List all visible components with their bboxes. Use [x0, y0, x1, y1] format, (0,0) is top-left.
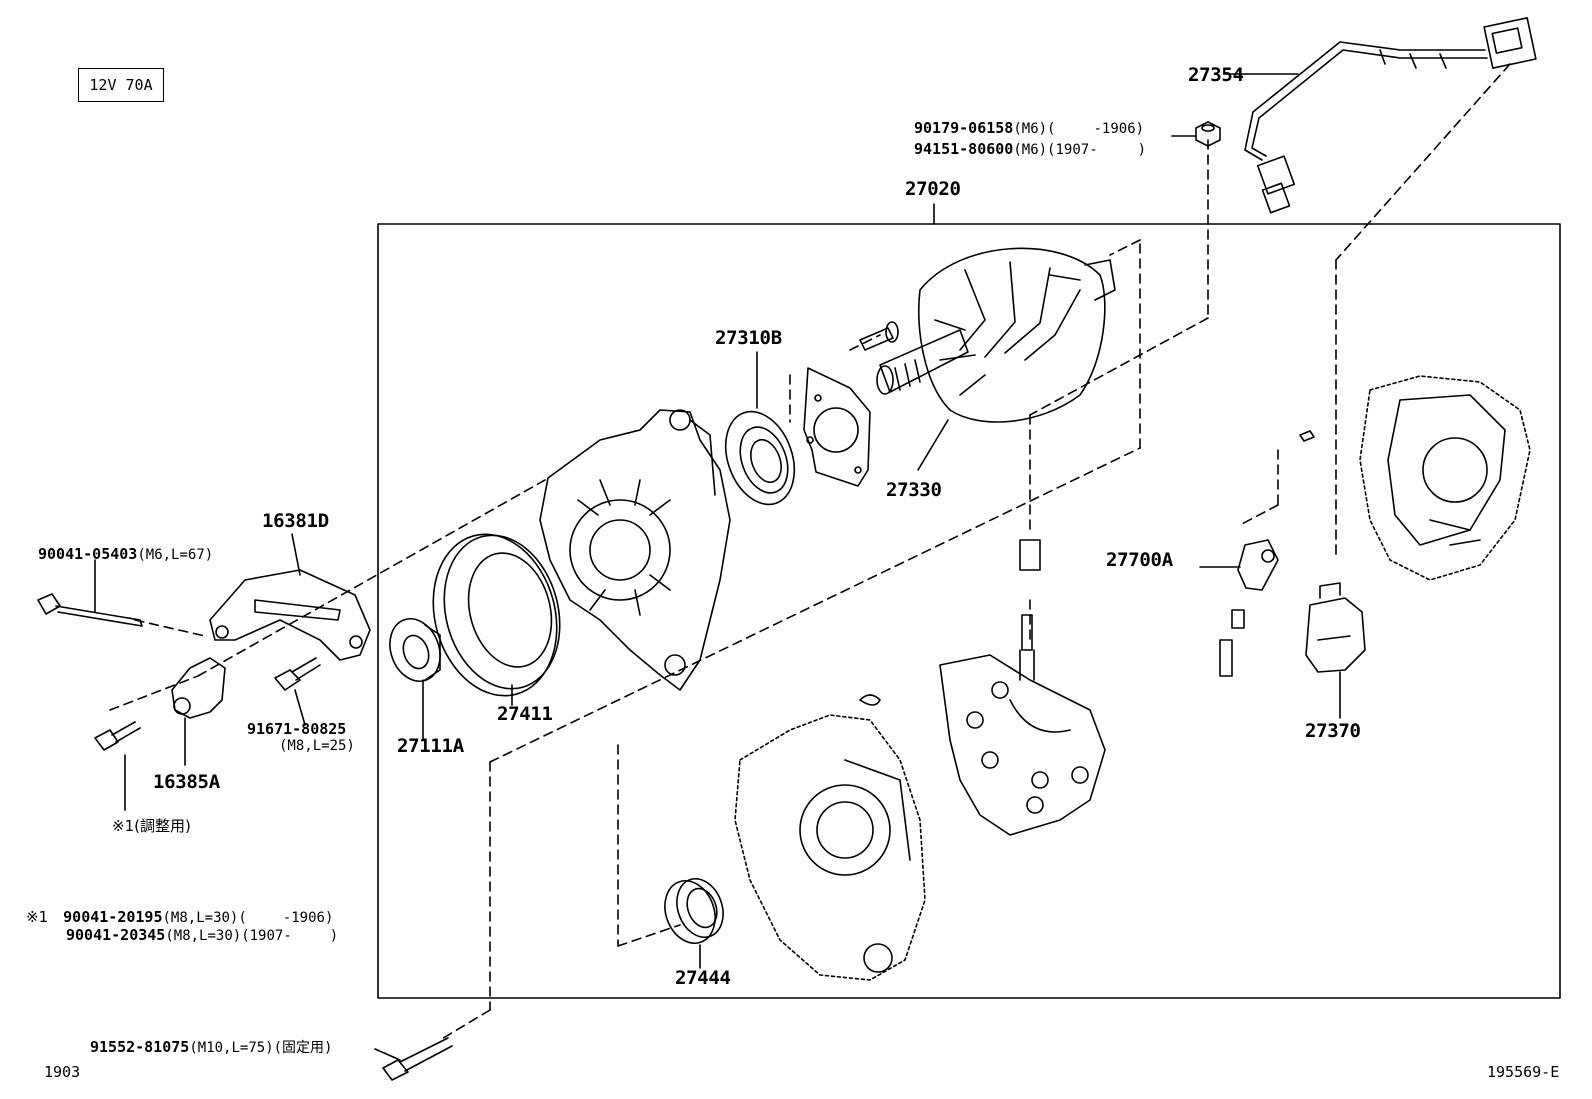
fastener-94151-80600[interactable]: 94151-80600(M6)(1907-) [914, 140, 1146, 158]
fastener-number: 94151-80600 [914, 140, 1014, 158]
assembly-frame [377, 223, 1561, 999]
nut-90179 [1171, 121, 1221, 147]
fastener-90041-05403[interactable]: 90041-05403(M6,L=67) [38, 545, 213, 563]
fastener-spec: (M8,L=25) [279, 738, 355, 754]
wire-harness-27354 [1223, 17, 1537, 214]
fastener-91671-80825[interactable]: 91671-80825 (M8,L=25) [247, 720, 355, 754]
adjust-note: ※1(調整用) [112, 817, 191, 835]
rear-cover [1359, 375, 1531, 581]
footnote-line1-spec: (M8,L=30)( [162, 910, 247, 926]
diagram-id: 195569-E [1487, 1063, 1560, 1081]
spec-label: 12V 70A [78, 68, 164, 102]
part-number-16381D[interactable]: 16381D [262, 510, 329, 532]
rear-end-frame [734, 694, 926, 981]
part-number-27020[interactable]: 27020 [905, 178, 961, 200]
part-number-16385A[interactable]: 16385A [153, 771, 220, 793]
fastener-spec: (M6)( [1013, 121, 1056, 137]
part-number-27444[interactable]: 27444 [675, 967, 731, 989]
footnote-line1-range: -1906) [282, 910, 334, 926]
date-code: 1903 [44, 1063, 81, 1081]
regulator-27700A [1199, 430, 1315, 677]
part-number-27111A[interactable]: 27111A [397, 735, 464, 757]
bolt-adjust-90041 [94, 721, 141, 811]
rectifier-assembly [939, 539, 1106, 836]
drive-end-frame [539, 409, 731, 691]
fastener-number: 91552-81075 [90, 1038, 190, 1056]
seal-27444 [664, 878, 724, 969]
fastener-range: -1906) [1093, 121, 1145, 137]
part-number-27330[interactable]: 27330 [886, 479, 942, 501]
bolt-91552 [374, 1037, 453, 1081]
fastener-90179-06158[interactable]: 90179-06158(M6)( -1906) [914, 119, 1144, 137]
fastener-spec: (M10,L=75)(固定用) [189, 1040, 333, 1056]
bracket-16381D [209, 533, 371, 661]
fastener-spec: (M6)(1907- [1013, 142, 1098, 158]
dashed-assembly-lines [109, 63, 1511, 1041]
retainer-plate-27310B [803, 367, 871, 487]
footnote-block: ※1 90041-20195(M8,L=30)( -1906) 90041-203… [26, 908, 338, 944]
fastener-range: ) [1137, 142, 1147, 158]
footnote-line2-range: ) [329, 928, 339, 944]
rotor-27330 [876, 247, 1116, 471]
screw-27310B [859, 321, 899, 351]
bolt-90041-05403 [37, 559, 143, 627]
pulley-27411 [432, 533, 561, 706]
collar-27111A [389, 618, 441, 741]
footnote-line1-number[interactable]: 90041-20195 [63, 908, 163, 926]
footnote-line2-number[interactable]: 90041-20345 [66, 926, 166, 944]
part-number-27354[interactable]: 27354 [1188, 64, 1244, 86]
footnote-marker: ※1 [26, 908, 49, 926]
fastener-91552-81075[interactable]: 91552-81075(M10,L=75)(固定用) [90, 1037, 333, 1057]
footnote-line2-spec: (M8,L=30)(1907- [165, 928, 292, 944]
fastener-number: 91671-80825 [247, 720, 347, 738]
bolt-91671 [274, 657, 321, 726]
bearing [724, 351, 796, 506]
part-number-27370[interactable]: 27370 [1305, 720, 1361, 742]
adjusting-bar-16385A [171, 657, 226, 766]
fastener-number: 90179-06158 [914, 119, 1014, 137]
part-number-27700A[interactable]: 27700A [1106, 549, 1173, 571]
part-number-27310B[interactable]: 27310B [715, 327, 782, 349]
part-number-27411[interactable]: 27411 [497, 703, 553, 725]
brush-holder-27370 [1305, 582, 1366, 719]
fastener-spec: (M6,L=67) [137, 547, 214, 563]
fastener-number: 90041-05403 [38, 545, 138, 563]
